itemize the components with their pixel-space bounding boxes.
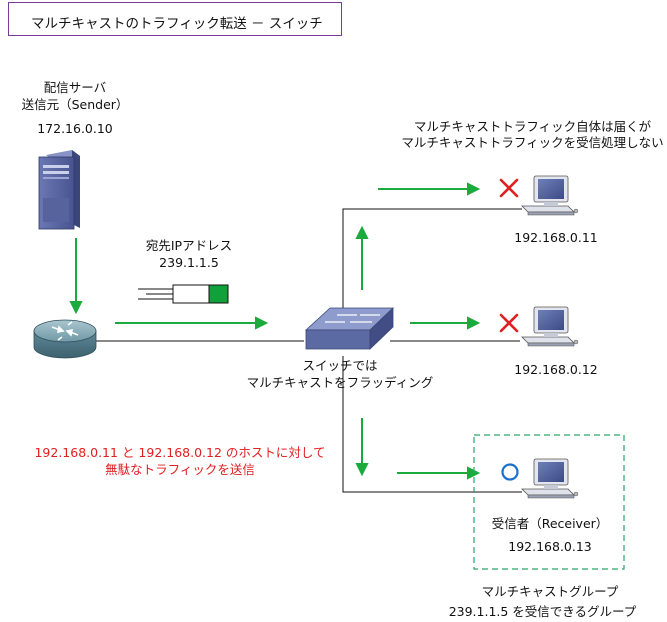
router-icon	[33, 319, 97, 359]
cross-icon	[499, 178, 519, 198]
switch-caption-2: マルチキャストをフラッディング	[246, 375, 434, 390]
warning-line-2: 無駄なトラフィックを送信	[105, 462, 255, 477]
packet-icon	[138, 284, 229, 304]
note-line-1: マルチキャストトラフィック自体は届くが	[413, 119, 652, 134]
cables	[96, 208, 522, 493]
server-icon	[38, 150, 80, 230]
pc-icon	[521, 458, 579, 499]
packet-dest-ip: 239.1.1.5	[159, 255, 219, 270]
host3-ip: 192.168.0.13	[508, 539, 592, 554]
host2-ip: 192.168.0.12	[514, 362, 598, 377]
switch-icon	[304, 307, 394, 350]
packet-label: 宛先IPアドレス	[145, 238, 233, 253]
receiver-label: 受信者（Receiver）	[491, 516, 609, 531]
cable-switch-host1	[342, 208, 522, 330]
sender-role: 送信元（Sender）	[21, 97, 129, 112]
sender-name: 配信サーバ	[43, 80, 107, 95]
warning-line-1: 192.168.0.11 と 192.168.0.12 のホストに対して	[34, 445, 326, 460]
pc-icon	[521, 175, 579, 216]
circle-icon	[501, 463, 519, 481]
sender-ip: 172.16.0.10	[37, 121, 113, 136]
traffic-arrows	[69, 182, 481, 480]
pc-icon	[521, 306, 579, 347]
group-label: マルチキャストグループ	[481, 584, 619, 599]
host1-ip: 192.168.0.11	[514, 230, 598, 245]
cable-switch-host3	[342, 356, 522, 493]
switch-caption-1: スイッチでは	[302, 358, 378, 373]
cross-icon	[499, 313, 519, 333]
title-box: マルチキャストのトラフィック転送 － スイッチ	[8, 2, 342, 36]
note-line-2: マルチキャストトラフィックを受信処理しない	[401, 135, 664, 150]
multicast-group-box	[473, 434, 625, 570]
diagram-title: マルチキャストのトラフィック転送 － スイッチ	[31, 16, 323, 32]
group-description: 239.1.1.5 を受信できるグループ	[448, 604, 637, 619]
